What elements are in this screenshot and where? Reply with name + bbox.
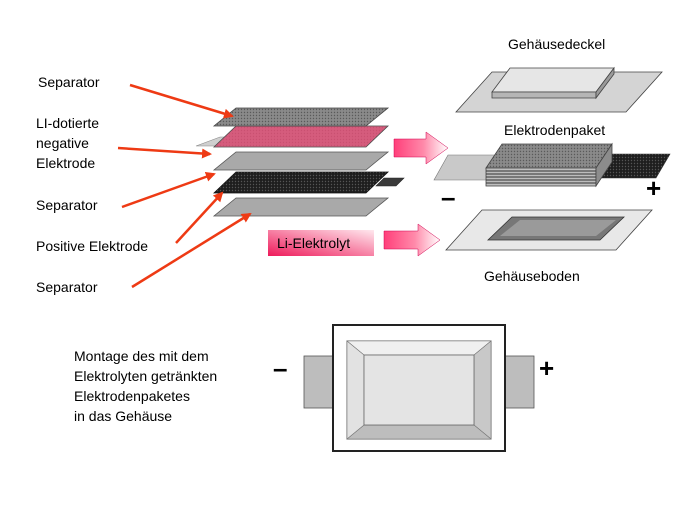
label-separator-2: Separator xyxy=(36,197,98,213)
assembled-negative-tab xyxy=(303,355,337,409)
label-separator-3: Separator xyxy=(36,279,98,295)
housing-lid xyxy=(455,66,663,113)
assembly-minus-sign: – xyxy=(273,353,288,383)
arrow-separator-3 xyxy=(131,212,252,289)
plus-sign: + xyxy=(646,173,662,203)
separator-layer-bottom xyxy=(212,197,390,217)
separator-layer-top xyxy=(212,107,390,127)
arrow-positive-electrode xyxy=(175,191,224,244)
assembled-positive-tab xyxy=(501,355,535,409)
assembled-cell xyxy=(303,324,535,452)
pointer-arrows xyxy=(117,83,252,289)
assembly-plus-sign: + xyxy=(539,353,555,383)
separator-layer-middle xyxy=(212,151,390,171)
label-negative-electrode-line-2: negative xyxy=(36,135,89,151)
label-electrolyte: Li-Elektrolyt xyxy=(277,235,351,251)
label-separator-1: Separator xyxy=(38,74,100,90)
electrode-layer-stack xyxy=(195,107,405,217)
positive-electrode-tab xyxy=(375,177,405,187)
label-housing-lid: Gehäusedeckel xyxy=(508,36,606,52)
label-negative-electrode-line-1: LI-dotierte xyxy=(36,115,100,131)
transfer-arrow-electrolyte xyxy=(383,223,441,257)
assembly-caption-line-1: Montage des mit dem xyxy=(74,348,209,364)
arrow-negative-electrode xyxy=(117,146,212,159)
arrow-separator-2 xyxy=(121,171,216,209)
transfer-arrow-stack xyxy=(393,131,449,165)
electrode-package xyxy=(433,142,671,188)
housing-base xyxy=(445,209,653,251)
positive-electrode-layer xyxy=(213,171,389,194)
label-electrode-package: Elektrodenpaket xyxy=(504,122,606,138)
label-positive-electrode: Positive Elektrode xyxy=(36,238,149,254)
electrolyte-box xyxy=(268,230,374,256)
assembly-caption-line-4: in das Gehäuse xyxy=(74,408,173,424)
assembly-caption-line-3: Elektrodenpaketes xyxy=(74,388,190,404)
arrow-separator-1 xyxy=(129,83,234,119)
minus-sign: – xyxy=(441,182,456,212)
assembly-caption-line-2: Elektrolyten getränkten xyxy=(74,368,218,384)
label-housing-base: Gehäuseboden xyxy=(484,268,580,284)
label-negative-electrode-line-3: Elektrode xyxy=(36,155,96,171)
